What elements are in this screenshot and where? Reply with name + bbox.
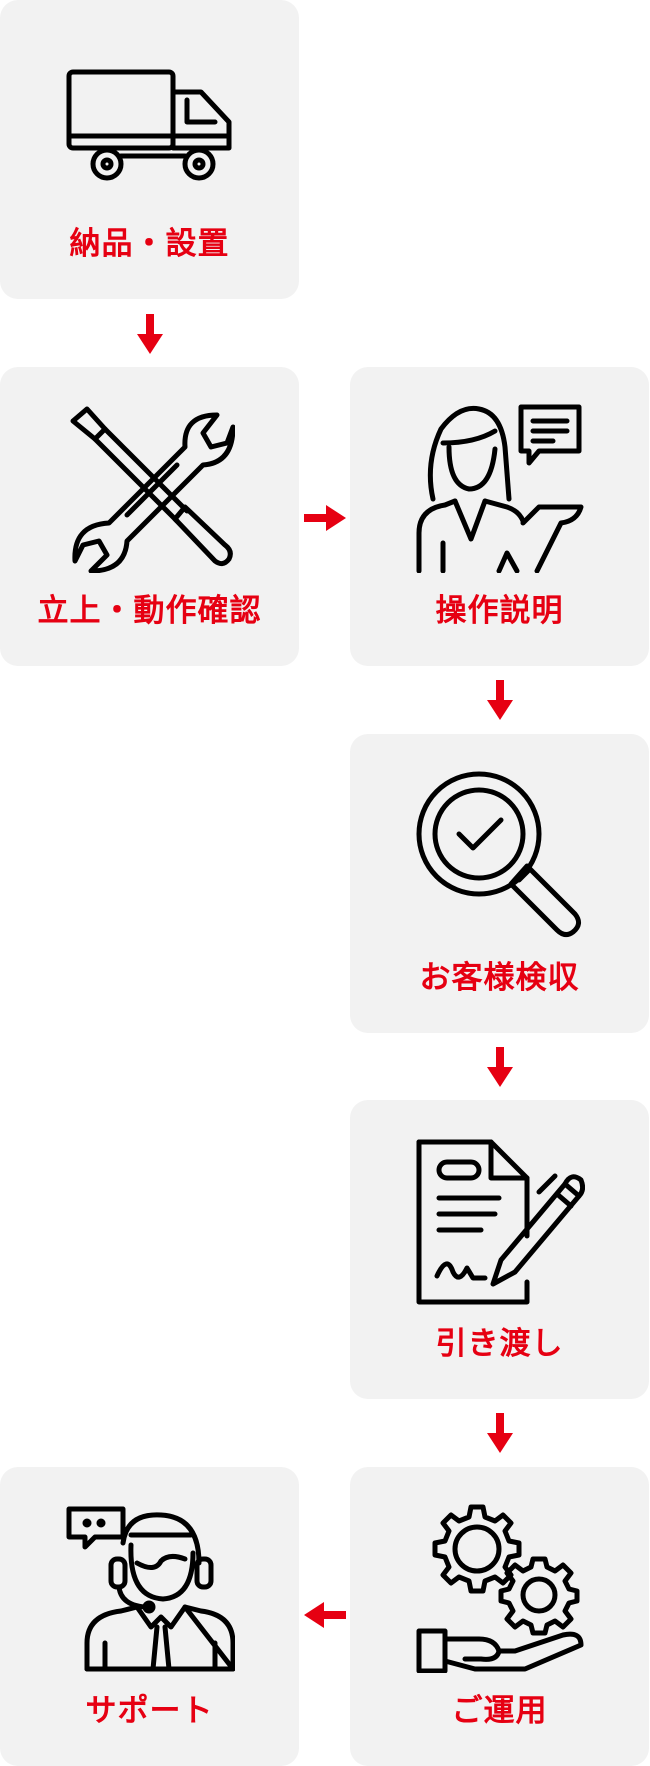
contract-pen-icon <box>416 1139 585 1305</box>
delivery-truck-icon <box>66 69 231 181</box>
step-card-delivery: 納品・設置 <box>0 0 299 299</box>
step-card-handover: 引き渡し <box>350 1100 649 1399</box>
magnifier-check-icon <box>416 771 581 938</box>
arrow-down-icon <box>487 680 513 720</box>
wrench-screwdriver-icon <box>70 406 235 573</box>
step-card-support: サポート <box>0 1467 299 1766</box>
step-card-operation-explanation: 操作説明 <box>350 367 649 666</box>
step-label: 操作説明 <box>435 593 564 629</box>
step-card-startup-check: 立上・動作確認 <box>0 367 299 666</box>
arrow-down-icon <box>487 1413 513 1453</box>
support-operator-icon <box>66 1506 235 1672</box>
arrow-left-icon <box>304 1602 346 1628</box>
arrow-down-icon <box>487 1047 513 1087</box>
gears-hand-icon <box>416 1504 583 1673</box>
step-label: お客様検収 <box>419 960 580 996</box>
step-label: ご運用 <box>451 1693 548 1729</box>
step-label: 引き渡し <box>435 1326 564 1362</box>
step-card-customer-inspection: お客様検収 <box>350 734 649 1033</box>
step-label: 納品・設置 <box>69 226 230 262</box>
presenter-speech-icon <box>416 404 583 573</box>
step-label: 立上・動作確認 <box>37 593 262 629</box>
arrow-down-icon <box>137 314 163 354</box>
arrow-right-icon <box>304 505 346 531</box>
step-label: サポート <box>85 1693 214 1729</box>
step-card-operation: ご運用 <box>350 1467 649 1766</box>
